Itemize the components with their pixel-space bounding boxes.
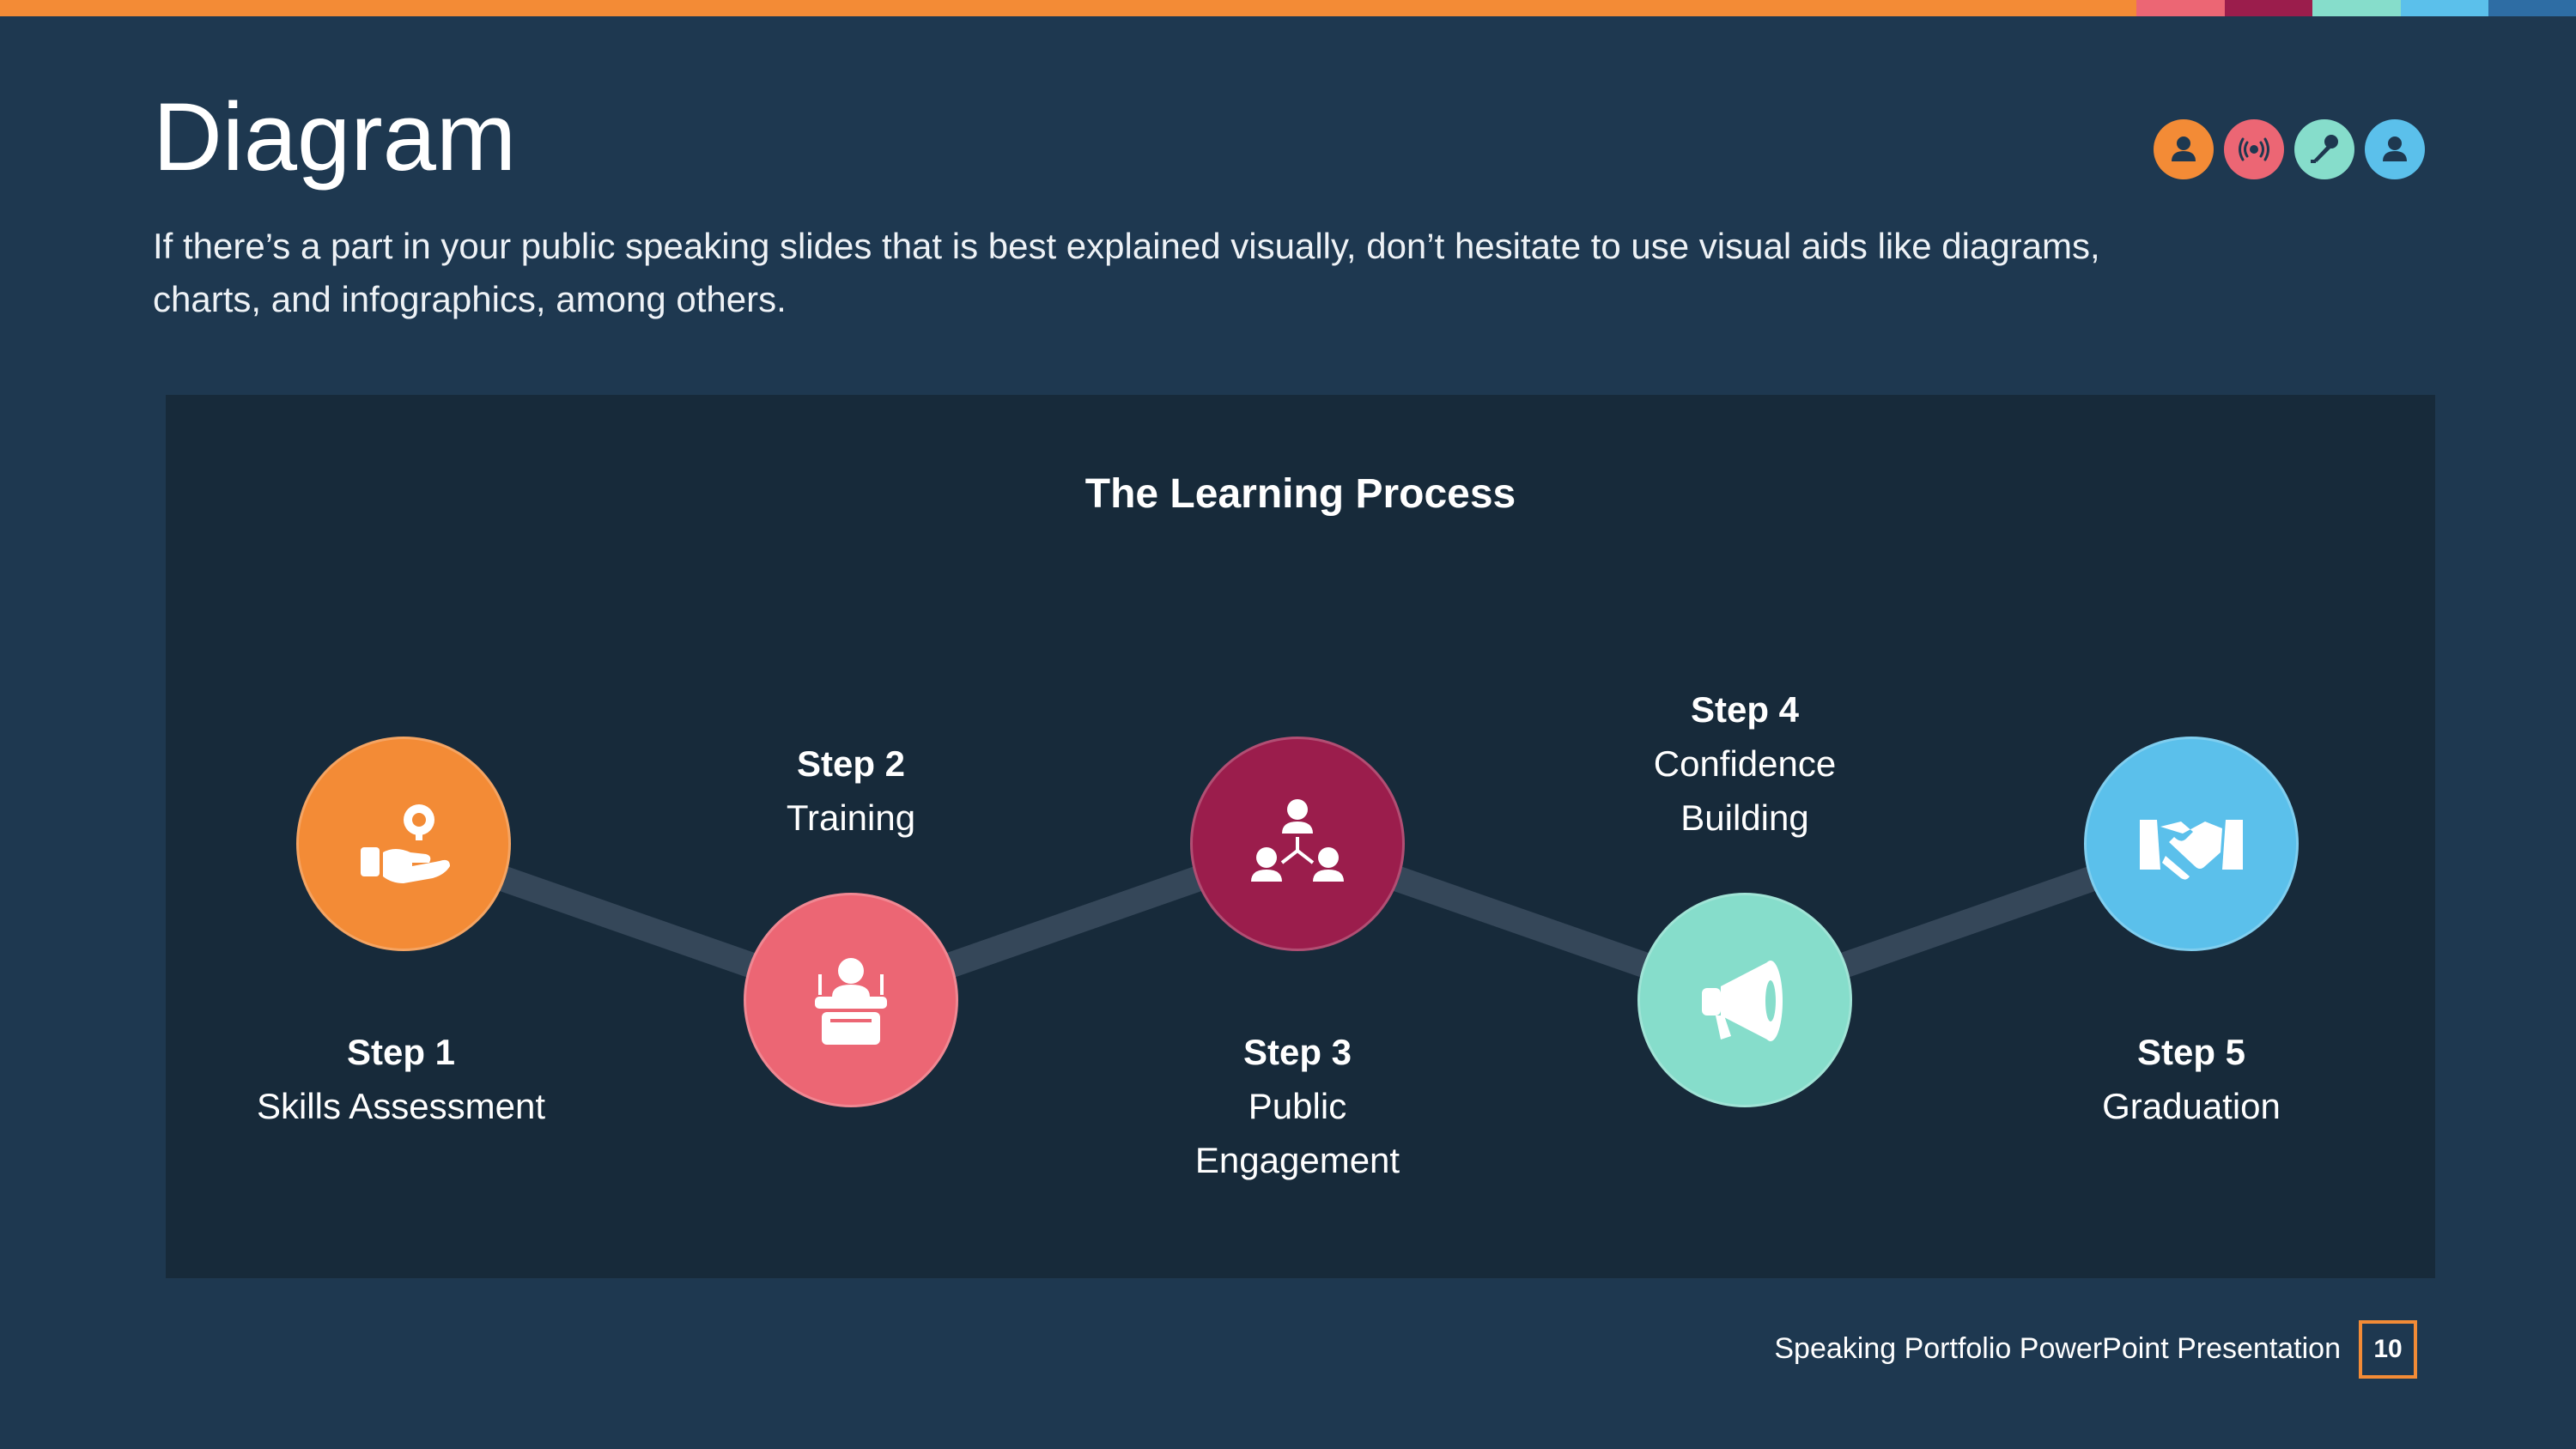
diagram-title: The Learning Process: [1084, 471, 1516, 517]
diagram-panel: The Learning Process Step 1 Skills Asses…: [166, 395, 2435, 1278]
step-2-name: Training: [786, 797, 916, 838]
step-2-number: Step 2: [796, 743, 906, 784]
top-color-bar: [0, 0, 2576, 16]
page-title: Diagram: [153, 83, 517, 191]
hand-idea-icon: [361, 804, 450, 883]
handshake-icon: [2140, 820, 2243, 880]
person-icon: [2154, 119, 2214, 179]
top-bar-segment-orange: [0, 0, 2136, 16]
step-5-name: Graduation: [2102, 1086, 2281, 1126]
speaker-podium-icon: [815, 958, 887, 1045]
step-3-number: Step 3: [1242, 1032, 1352, 1072]
top-bar-segment-maroon: [2225, 0, 2312, 16]
top-bar-segment-sky: [2401, 0, 2488, 16]
step-3-label: Step 3 Public Engagement: [1117, 1025, 1478, 1187]
megaphone-icon: [1702, 961, 1783, 1041]
footer-presentation-title: Speaking Portfolio PowerPoint Presentati…: [1774, 1332, 2341, 1365]
step-4-label: Step 4 Confidence Building: [1564, 682, 1925, 845]
step-5-number: Step 5: [2136, 1032, 2246, 1072]
step-1-name: Skills Assessment: [256, 1086, 546, 1126]
top-bar-segment-blue: [2488, 0, 2576, 16]
step-1-label: Step 1 Skills Assessment: [221, 1025, 581, 1133]
step-3-circle: [1190, 737, 1405, 951]
step-4-name: Confidence Building: [1653, 743, 1837, 838]
step-2-label: Step 2 Training: [671, 737, 1031, 845]
top-bar-segment-mint: [2312, 0, 2401, 16]
step-2-circle: [744, 893, 958, 1107]
page-number: 10: [2359, 1320, 2417, 1379]
step-5-label: Step 5 Graduation: [2011, 1025, 2372, 1133]
step-1-number: Step 1: [346, 1032, 456, 1072]
step-4-circle: [1637, 893, 1852, 1107]
step-4-number: Step 4: [1690, 689, 1800, 730]
step-3-name: Public Engagement: [1194, 1086, 1400, 1180]
user-icon: [2365, 119, 2425, 179]
microphone-icon: [2294, 119, 2354, 179]
broadcast-icon: [2224, 119, 2284, 179]
page-description: If there’s a part in your public speakin…: [153, 226, 2100, 319]
top-bar-segment-coral: [2136, 0, 2225, 16]
audience-network-icon: [1251, 799, 1344, 882]
step-1-circle: [296, 737, 511, 951]
step-5-circle: [2084, 737, 2299, 951]
